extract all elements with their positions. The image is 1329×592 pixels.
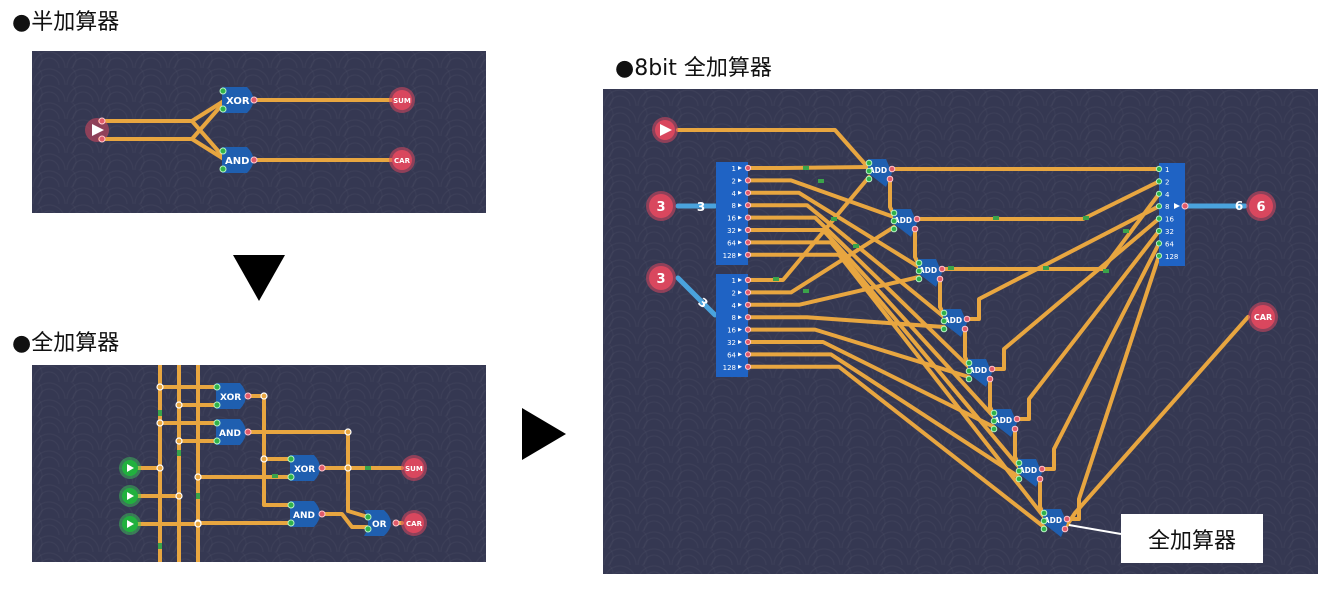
bit-label-b: 32 <box>727 339 736 347</box>
bit-label-a: 4 <box>732 190 737 198</box>
svg-text:ADD: ADD <box>1044 516 1062 525</box>
bit-label-out: 8 <box>1165 203 1169 211</box>
svg-text:XOR: XOR <box>226 96 250 107</box>
svg-text:ADD: ADD <box>994 416 1012 425</box>
bit-label-b: 128 <box>723 364 736 372</box>
bit8-carry-in-node[interactable] <box>652 117 678 143</box>
svg-text:CAR: CAR <box>394 157 411 165</box>
full-sum-output: SUM <box>401 455 427 481</box>
bit-label-a: 16 <box>727 215 736 223</box>
full-adder-unit[interactable]: ADD <box>915 259 946 287</box>
full-adder-unit[interactable]: ADD <box>1015 459 1046 487</box>
bit-label-a: 1 <box>732 165 736 173</box>
bit8-input-a-register: 1 2 4 8 16 32 64 128 <box>716 162 752 265</box>
bit-label-b: 64 <box>727 351 736 359</box>
full-xor2-gate[interactable]: XOR <box>287 455 326 481</box>
bit8-input-b-node[interactable]: 3 <box>646 263 676 293</box>
svg-text:ADD: ADD <box>969 366 987 375</box>
play-icon <box>92 124 104 136</box>
bit-label-b: 1 <box>732 277 736 285</box>
svg-text:SUM: SUM <box>393 97 411 105</box>
bit-label-out: 4 <box>1165 191 1170 199</box>
bit-label-b: 8 <box>732 314 736 322</box>
bit8-output-register: 1 2 4 8 16 32 64 128 <box>1155 163 1189 266</box>
bit8-output-node: 6 <box>1246 191 1276 221</box>
svg-text:XOR: XOR <box>294 465 315 475</box>
svg-text:AND: AND <box>293 511 315 521</box>
bit-label-a: 64 <box>727 239 736 247</box>
bit8-output-display: 6 <box>1235 199 1243 213</box>
full-input-cin[interactable] <box>119 513 141 535</box>
full-xor1-gate[interactable]: XOR <box>213 383 252 409</box>
full-and1-gate[interactable]: AND <box>213 419 252 445</box>
bit8-adder-title: ●8bit 全加算器 <box>615 56 772 81</box>
play-icon <box>127 520 134 528</box>
bit-label-out: 16 <box>1165 216 1174 224</box>
bit8-input-a-node[interactable]: 3 <box>646 191 676 221</box>
bit-label-out: 32 <box>1165 228 1174 236</box>
full-adder-unit[interactable]: ADD <box>990 409 1021 437</box>
full-adder-unit[interactable]: ADD <box>890 209 921 237</box>
full-or-gate[interactable]: OR <box>364 510 400 536</box>
bit8-carry-output: CAR <box>1248 302 1278 332</box>
full-adder-unit[interactable]: ADD <box>940 309 971 337</box>
svg-text:ADD: ADD <box>869 166 887 175</box>
full-adder-unit[interactable]: ADD <box>1040 509 1071 537</box>
full-and2-gate[interactable]: AND <box>287 501 326 527</box>
bit8-input-b-register: 1 2 4 8 16 32 64 128 <box>716 274 752 377</box>
svg-text:ADD: ADD <box>1019 466 1037 475</box>
triangle-down-icon <box>233 255 285 301</box>
half-xor-gate[interactable]: XOR <box>219 87 258 113</box>
svg-text:OR: OR <box>372 520 387 530</box>
play-icon <box>127 492 134 500</box>
full-adder-unit[interactable]: ADD <box>965 359 996 387</box>
svg-text:SUM: SUM <box>405 465 423 473</box>
svg-text:3: 3 <box>656 200 665 215</box>
svg-text:CAR: CAR <box>1254 313 1272 322</box>
svg-text:XOR: XOR <box>220 393 241 403</box>
svg-text:AND: AND <box>219 429 241 439</box>
svg-text:ADD: ADD <box>919 266 937 275</box>
bit-label-b: 2 <box>732 289 736 297</box>
half-and-gate[interactable]: AND <box>219 147 258 173</box>
half-adder-circuit: XOR AND SUM CAR <box>32 51 486 213</box>
full-adder-title: ●全加算器 <box>12 331 120 356</box>
half-carry-output: CAR <box>389 147 415 173</box>
half-adder-title: ●半加算器 <box>12 10 120 35</box>
full-adder-unit[interactable]: ADD <box>865 159 896 187</box>
play-icon <box>660 124 672 136</box>
full-carry-output: CAR <box>401 510 427 536</box>
play-icon <box>127 464 134 472</box>
bit-label-out: 1 <box>1165 166 1169 174</box>
svg-text:AND: AND <box>225 156 249 167</box>
bit-label-out: 2 <box>1165 178 1169 186</box>
bit-label-out: 64 <box>1165 240 1174 248</box>
svg-text:6: 6 <box>1256 200 1265 215</box>
triangle-right-icon <box>522 408 566 460</box>
bit-label-out: 128 <box>1165 253 1178 261</box>
bit-label-b: 16 <box>727 327 736 335</box>
svg-text:ADD: ADD <box>894 216 912 225</box>
half-sum-output: SUM <box>389 87 415 113</box>
bit8-input-a-display: 3 <box>697 200 705 214</box>
full-input-b[interactable] <box>119 485 141 507</box>
bit-label-a: 32 <box>727 227 736 235</box>
full-adder-callout: 全加算器 <box>1121 514 1263 563</box>
full-input-a[interactable] <box>119 457 141 479</box>
bit-label-a: 128 <box>723 252 736 260</box>
svg-text:CAR: CAR <box>406 520 423 528</box>
svg-text:ADD: ADD <box>944 316 962 325</box>
bit-label-a: 8 <box>732 202 736 210</box>
full-adder-circuit: XOR AND XOR AND <box>32 365 486 562</box>
bit-label-a: 2 <box>732 177 736 185</box>
bit-label-b: 4 <box>732 302 737 310</box>
svg-text:3: 3 <box>656 272 665 287</box>
